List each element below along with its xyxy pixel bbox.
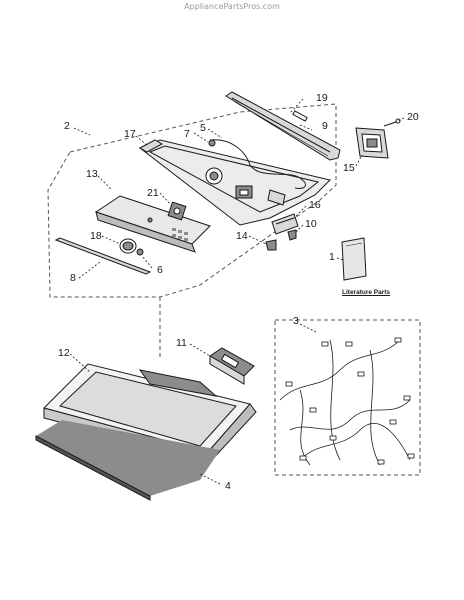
console-panel-part [139, 139, 331, 226]
callout-20[interactable]: 20 [407, 111, 419, 123]
connector-part-7 [208, 139, 216, 147]
callout-6[interactable]: 6 [157, 264, 163, 276]
callout-4[interactable]: 4 [225, 480, 231, 492]
watermark: AppliancePartsPros.com [184, 2, 280, 11]
switch-part-16 [271, 213, 299, 235]
callout-21[interactable]: 21 [147, 187, 159, 199]
callout-5[interactable]: 5 [200, 122, 206, 134]
bracket-part [355, 127, 389, 159]
callout-2[interactable]: 2 [64, 120, 70, 132]
clip-part-17 [138, 139, 164, 153]
control-panel-face-part [94, 195, 211, 253]
callout-8[interactable]: 8 [70, 272, 76, 284]
callout-18[interactable]: 18 [90, 230, 102, 242]
clip-part-14 [265, 239, 277, 251]
knob-part-18 [119, 238, 137, 254]
clip-part-10 [287, 229, 297, 241]
callout-7[interactable]: 7 [184, 128, 190, 140]
callout-3[interactable]: 3 [293, 315, 299, 327]
callout-14[interactable]: 14 [236, 230, 248, 242]
rear-trim-part [225, 91, 341, 161]
callout-13[interactable]: 13 [86, 168, 98, 180]
wire-part-5 [209, 139, 306, 189]
screw-20 [383, 118, 401, 127]
callout-16[interactable]: 16 [309, 199, 321, 211]
glass-part-4 [35, 420, 220, 501]
callout-19[interactable]: 19 [316, 92, 328, 104]
control-board-part-11 [209, 347, 255, 385]
callout-17[interactable]: 17 [124, 128, 136, 140]
strip-part-8 [54, 237, 152, 275]
literature-parts-label[interactable]: Literature Parts [342, 289, 391, 296]
callout-11[interactable]: 11 [176, 337, 187, 349]
callout-1[interactable]: 1 [329, 251, 335, 263]
callout-10[interactable]: 10 [305, 218, 317, 230]
knob-part-6 [136, 248, 144, 256]
wire-harness-part-3 [279, 337, 415, 466]
leader-lines [69, 98, 405, 485]
literature-booklet [341, 237, 367, 281]
callout-15[interactable]: 15 [343, 162, 355, 174]
callout-9[interactable]: 9 [322, 120, 328, 132]
callout-12[interactable]: 12 [58, 347, 70, 359]
